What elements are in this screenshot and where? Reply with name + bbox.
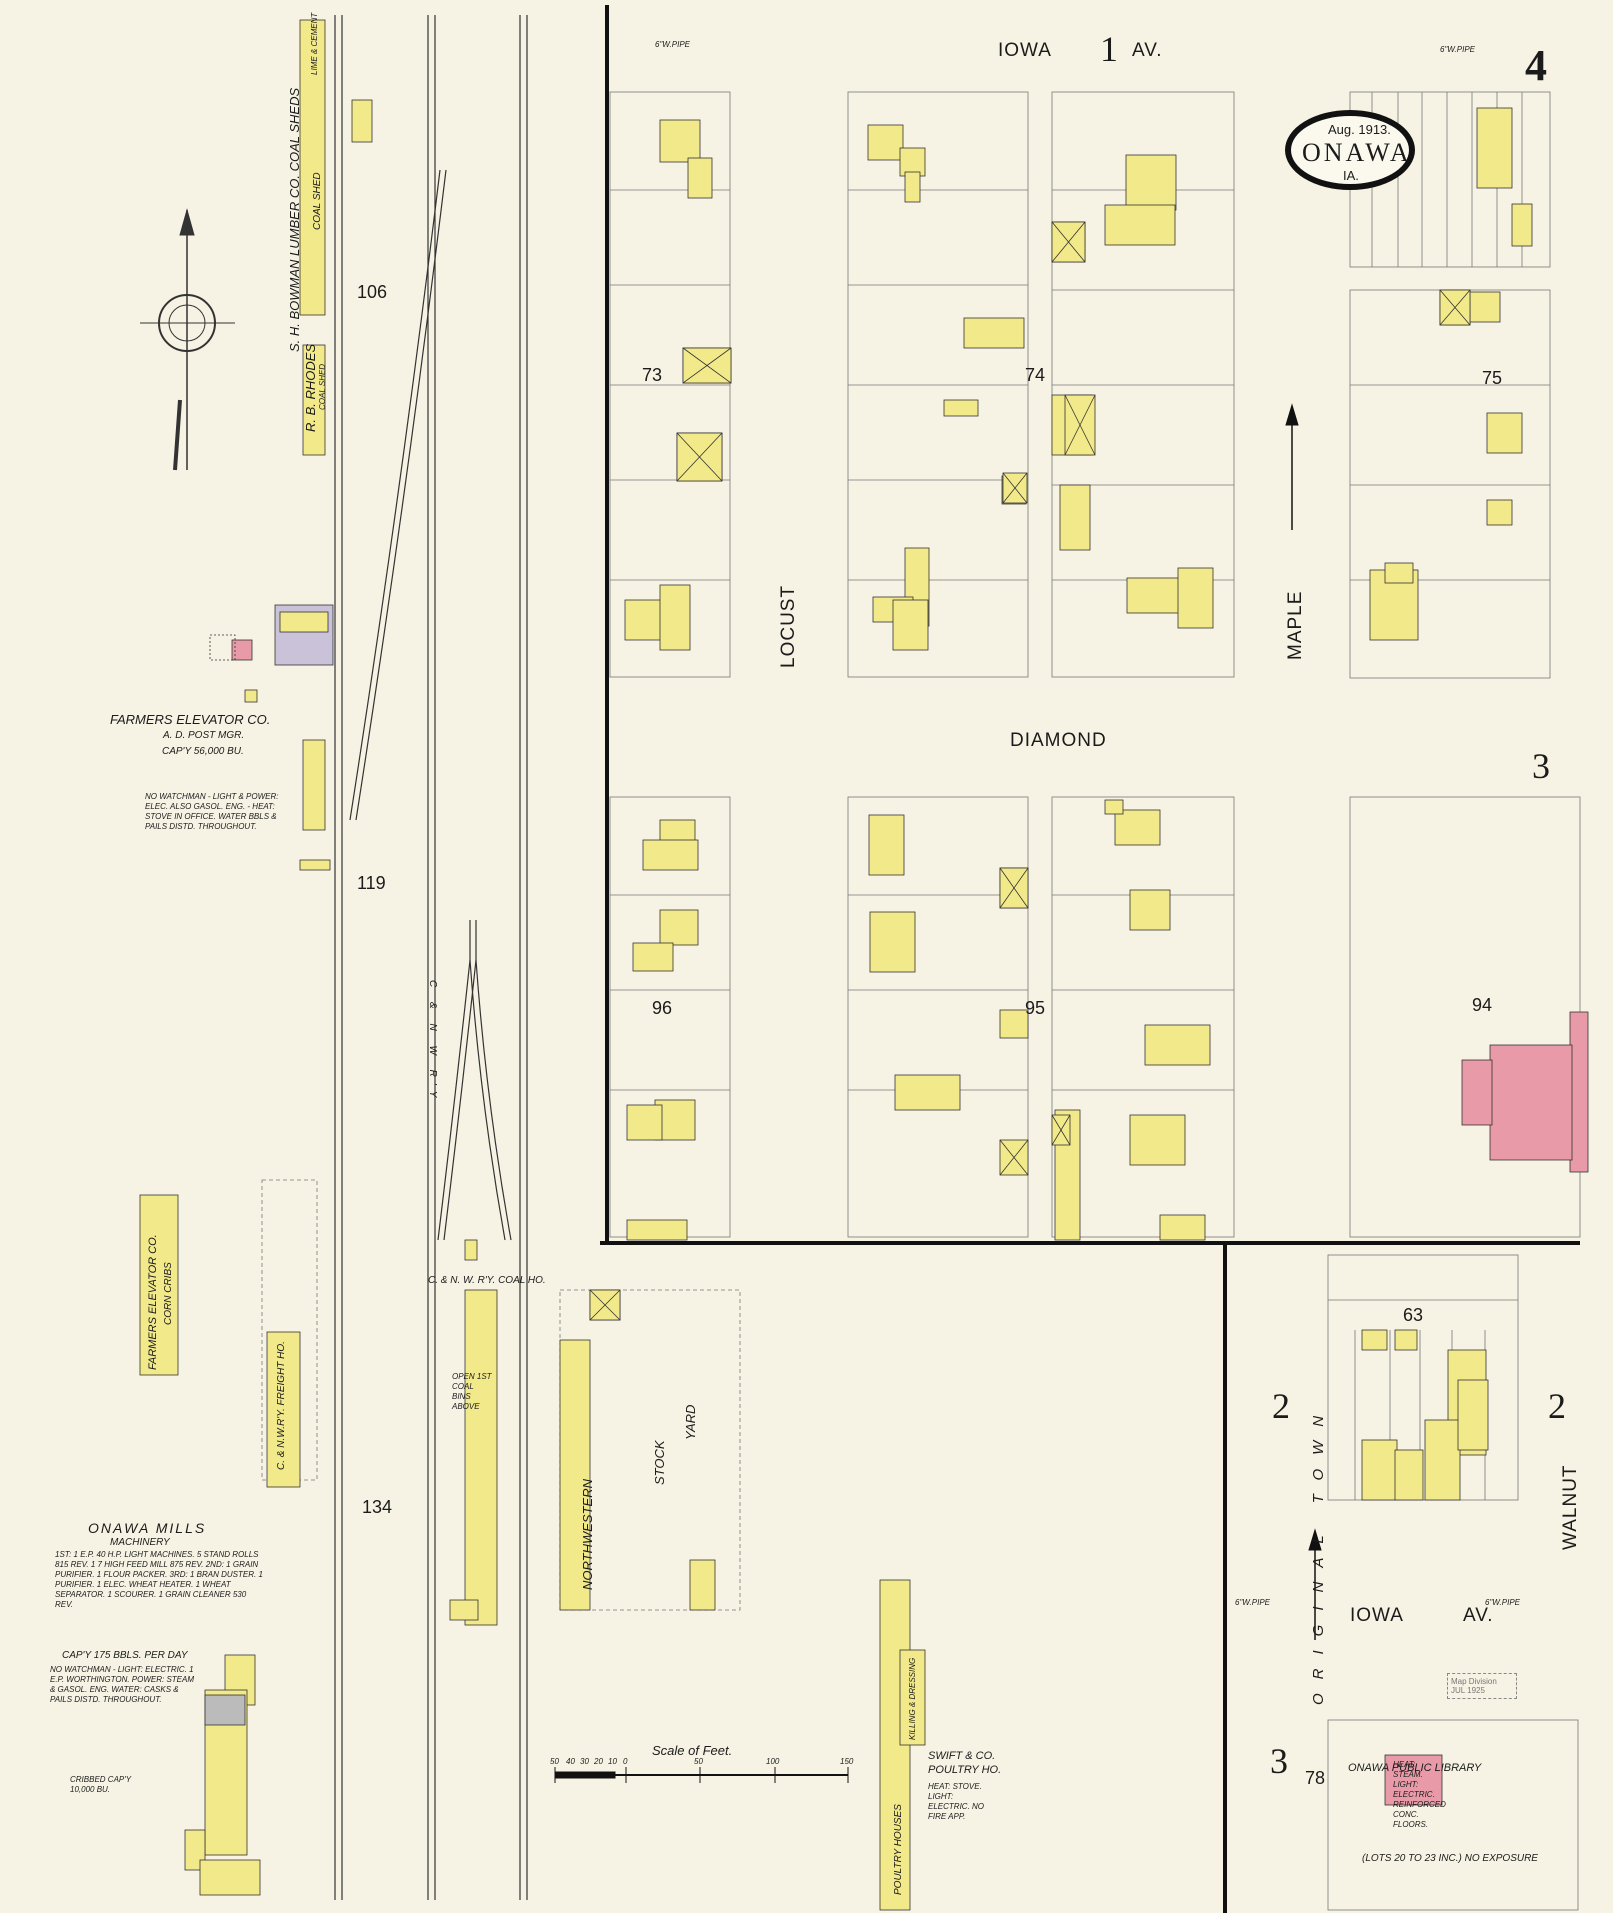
block-78: 78 — [1305, 1768, 1326, 1788]
block-94-brick-main — [1569, 1011, 1589, 1173]
scale-tick-150: 150 — [840, 1757, 854, 1766]
brick-buildings — [231, 639, 1589, 1806]
rhodes-label: R. B. RHODES — [303, 343, 318, 432]
scale-tick-0: 0 — [623, 1757, 628, 1766]
swift-label: SWIFT & CO. — [928, 1750, 996, 1762]
coal-bins-label: OPEN 1ST COAL BINS ABOVE — [452, 1372, 492, 1411]
scale-bar — [554, 1767, 849, 1783]
marble-shop — [1476, 107, 1513, 189]
poultry-houses-label: POULTRY HOUSES — [893, 1804, 904, 1895]
farmers-manager-label: A. D. POST MGR. — [163, 730, 245, 741]
street-locust: LOCUST — [778, 584, 799, 668]
rhodes-coal-shed — [302, 344, 326, 456]
killing-dressing-label: KILLING & DRESSING — [908, 1657, 917, 1740]
lumber-coal-shed — [299, 19, 326, 316]
block-95: 95 — [1025, 998, 1046, 1018]
sheet-ref-2-right: 2 — [1548, 1386, 1566, 1426]
onawa-mills-label: ONAWA MILLS — [88, 1520, 207, 1536]
farmers-elevator-label: FARMERS ELEVATOR CO. — [110, 712, 271, 727]
block-106: 106 — [357, 282, 388, 302]
scale-tick-20: 20 — [594, 1757, 603, 1766]
scale-tick-50b: 50 — [694, 1757, 703, 1766]
sheet-number: 4 — [1525, 41, 1547, 90]
farmers-note: NO WATCHMAN - LIGHT & POWER: ELEC. ALSO … — [145, 792, 279, 831]
water-pipe-3: 6"W.PIPE — [1235, 1598, 1270, 1607]
map-date: Aug. 1913. — [1328, 122, 1391, 137]
block-96: 96 — [652, 998, 673, 1018]
scale-tick-100: 100 — [766, 1757, 780, 1766]
freight-house-label: C. & N.W.R'Y. FREIGHT HO. — [276, 1341, 287, 1470]
corn-cribs-title: FARMERS ELEVATOR CO. — [147, 1234, 159, 1370]
stock-yard-shed — [559, 1339, 591, 1611]
block-134: 134 — [362, 1497, 393, 1517]
lime-cement-label: LIME & CEMENT — [310, 12, 319, 75]
mills-machinery-note: 1ST: 1 E.P. 40 H.P. LIGHT MACHINES. 5 ST… — [55, 1550, 263, 1609]
freight-house — [266, 1331, 301, 1488]
elevator-buildings — [204, 604, 334, 1726]
scale-tick-10: 10 — [608, 1757, 617, 1766]
flow-arrows — [1285, 403, 1322, 1640]
scale-tick-30: 30 — [580, 1757, 589, 1766]
compass-rose-icon — [140, 208, 235, 471]
railroad-tracks — [334, 15, 528, 1900]
block-119: 119 — [357, 873, 386, 893]
street-diamond: DIAMOND — [1010, 730, 1107, 751]
street-iowa-1-av-right: AV. — [1132, 40, 1163, 61]
stock-yard-label-3: YARD — [683, 1404, 698, 1440]
mills-note: NO WATCHMAN - LIGHT: ELECTRIC. 1 E.P. WO… — [50, 1665, 195, 1704]
machinery-label: MACHINERY — [110, 1537, 170, 1548]
water-pipe-2: 6"W.PIPE — [1440, 45, 1475, 54]
original-town-label: ORIGINAL TOWN — [1310, 1401, 1327, 1705]
block-73: 73 — [642, 365, 663, 385]
block-75: 75 — [1482, 368, 1503, 388]
mills-crib-label: CRIBBED CAP'Y 10,000 BU. — [70, 1775, 131, 1794]
block-74: 74 — [1025, 365, 1046, 385]
district-boundary — [600, 5, 1580, 1913]
street-walnut: WALNUT — [1560, 1464, 1581, 1550]
block-63: 63 — [1403, 1305, 1424, 1325]
coal-shed-small — [302, 739, 326, 831]
scale-title: Scale of Feet. — [652, 1743, 733, 1758]
sheet-ref-3: 3 — [1532, 746, 1550, 786]
library-building — [1384, 1754, 1443, 1806]
killing-dressing — [899, 1649, 926, 1746]
sheet-ref-3-bottom: 3 — [1270, 1741, 1288, 1781]
sheet-ref-2-left: 2 — [1272, 1386, 1290, 1426]
water-pipe-1: 6"W.PIPE — [655, 40, 690, 49]
street-iowa-av-suffix: AV. — [1463, 1605, 1494, 1626]
scale-tick-50a: 50 — [550, 1757, 559, 1766]
corn-cribs — [139, 1194, 179, 1376]
swift-note: HEAT: STOVE. LIGHT: ELECTRIC. NO FIRE AP… — [928, 1782, 985, 1821]
corn-cribs-label: CORN CRIBS — [163, 1262, 174, 1325]
lumber-co-label: S. H. BOWMAN LUMBER CO. COAL SHEDS — [287, 87, 302, 352]
railway-label: C & N W R'Y — [427, 980, 438, 1104]
outbuildings — [589, 221, 1471, 1321]
farmers-capacity-label: CAP'Y 56,000 BU. — [162, 746, 244, 757]
coal-house-label: C. & N. W. R'Y. COAL HO. — [428, 1275, 546, 1286]
street-iowa-1-av-num: 1 — [1100, 29, 1118, 69]
coal-house — [464, 1289, 498, 1626]
water-pipe-4: 6"W.PIPE — [1485, 1598, 1520, 1607]
mills-capacity-label: CAP'Y 175 BBLS. PER DAY — [62, 1650, 188, 1661]
map-division-stamp: Map Division JUL 1925 — [1447, 1673, 1517, 1699]
street-maple: MAPLE — [1285, 590, 1306, 660]
coal-shed-label: COAL SHED — [312, 172, 323, 230]
block-94: 94 — [1472, 995, 1493, 1015]
stock-yard-label-1: NORTHWESTERN — [580, 1479, 595, 1590]
scale-tick-40: 40 — [566, 1757, 575, 1766]
swift-sub-label: POULTRY HO. — [928, 1764, 1002, 1776]
map-town: ONAWA — [1302, 138, 1412, 167]
library-note: HEAT: STEAM. LIGHT: ELECTRIC. REINFORCED… — [1393, 1760, 1446, 1829]
rhodes-sub-label: COAL SHED — [318, 363, 327, 410]
stock-yard-label-2: STOCK — [652, 1440, 667, 1485]
street-iowa-av: IOWA — [1350, 1605, 1404, 1626]
title-cartouche — [1285, 110, 1415, 190]
street-iowa-1-av-left: IOWA — [998, 40, 1052, 61]
library-label: ONAWA PUBLIC LIBRARY — [1348, 1762, 1482, 1774]
map-state: IA. — [1343, 168, 1359, 183]
library-lots-label: (LOTS 20 TO 23 INC.) NO EXPOSURE — [1362, 1853, 1538, 1864]
